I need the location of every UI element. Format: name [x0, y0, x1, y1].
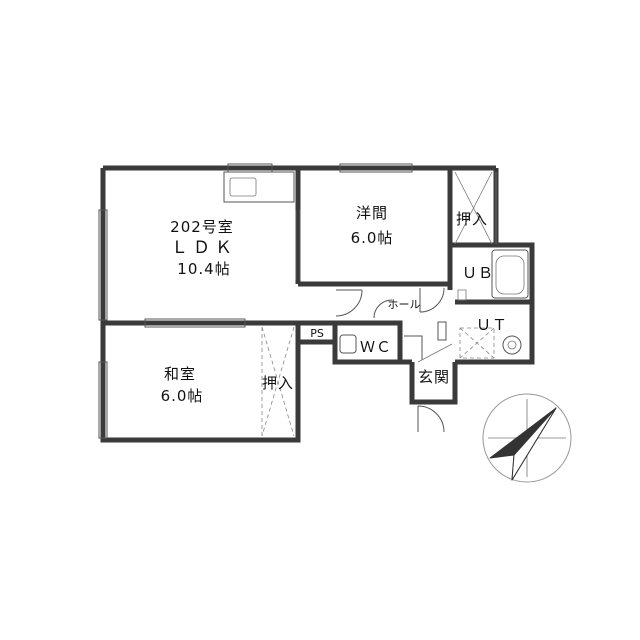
japanese-name-label: 和室 — [164, 365, 196, 383]
labels: 202号室 ＬＤＫ 10.4帖 洋間 6.0帖 押入 和室 6.0帖 押入 ＵＢ… — [161, 204, 508, 405]
north-arrow-icon — [482, 393, 572, 483]
pipe-space-label: PS — [310, 327, 324, 340]
western-size-label: 6.0帖 — [351, 229, 394, 247]
entrance-label: 玄関 — [418, 368, 450, 386]
hall-label: ホール — [388, 298, 421, 311]
ldk-name-label: ＬＤＫ — [171, 238, 237, 258]
windows — [98, 163, 413, 439]
closet-north-label: 押入 — [456, 210, 488, 228]
toilet-label: ＷＣ — [360, 338, 392, 356]
bath-label: ＵＢ — [462, 264, 494, 282]
fixtures — [223, 171, 529, 437]
utility-label: ＵＴ — [476, 316, 508, 334]
western-name-label: 洋間 — [356, 204, 388, 222]
walls — [100, 165, 535, 443]
japanese-size-label: 6.0帖 — [161, 387, 204, 405]
closet-south-label: 押入 — [262, 374, 294, 392]
ldk-size-label: 10.4帖 — [177, 260, 230, 278]
unit-number-label: 202号室 — [170, 218, 234, 236]
